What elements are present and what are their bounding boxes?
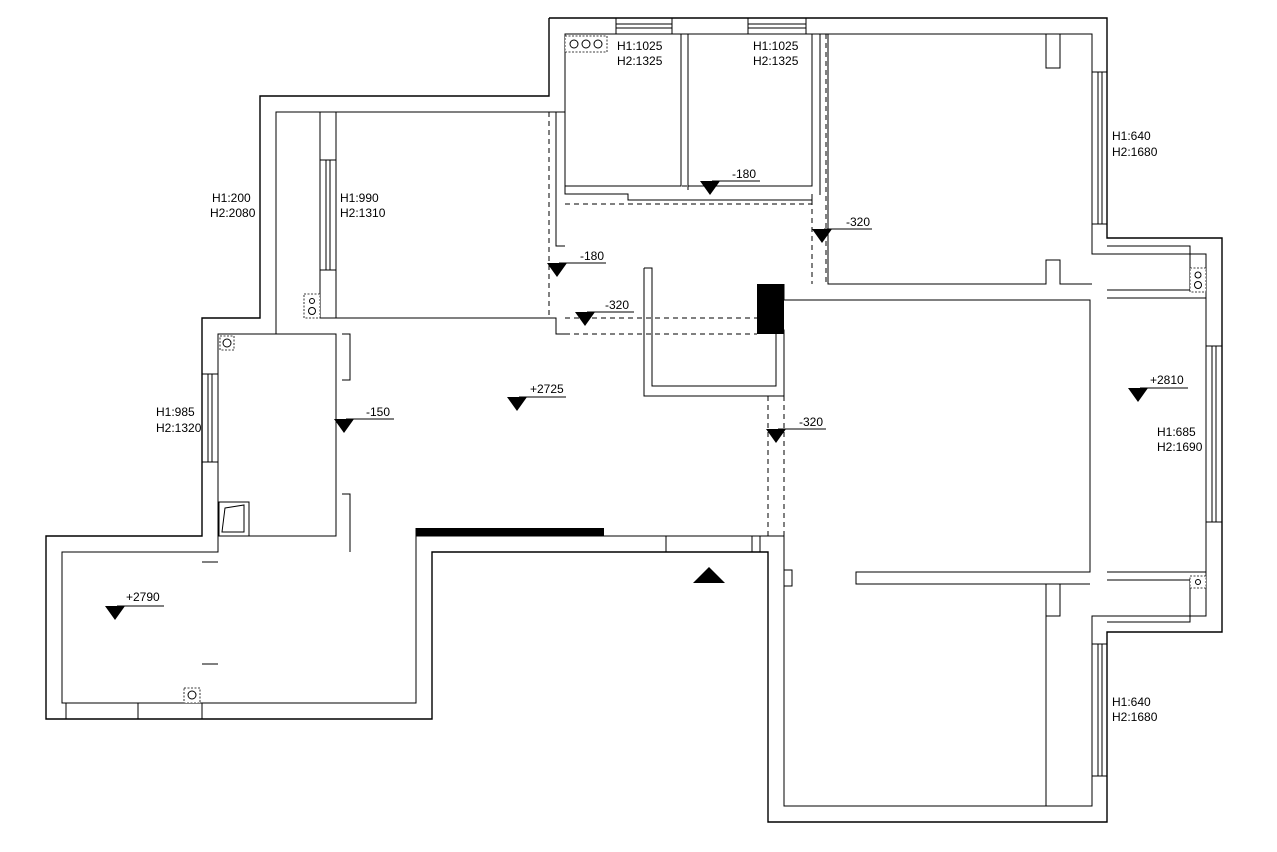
level-triangle-icon	[700, 181, 720, 195]
fixtures	[183, 35, 1207, 704]
drain-fixture	[1189, 575, 1207, 589]
level-triangle-icon	[812, 229, 832, 243]
window-label-h1: H1:640	[1112, 695, 1151, 709]
dashed-lines	[335, 34, 827, 536]
level-triangle-icon	[575, 312, 595, 326]
level-triangle-icon	[766, 429, 786, 443]
window-label-h2: H2:1310	[340, 206, 386, 220]
window-label-h1: H1:1025	[753, 39, 799, 53]
level-value: -180	[732, 167, 756, 181]
level-value: -150	[366, 405, 390, 419]
level-triangle-icon	[1128, 388, 1148, 402]
window-label-h1: H1:1025	[617, 39, 663, 53]
window-label-h2: H2:2080	[210, 206, 256, 220]
level-value: -320	[846, 215, 870, 229]
level-marker: -320	[766, 415, 826, 443]
interior-walls	[65, 33, 1206, 806]
structural-column	[757, 284, 784, 334]
level-value: -180	[580, 249, 604, 263]
window-label-h2: H2:1690	[1157, 440, 1203, 454]
level-marker: +2725	[507, 382, 566, 411]
level-value: -320	[799, 415, 823, 429]
level-marker: -150	[334, 405, 394, 433]
level-marker: +2790	[105, 590, 164, 620]
level-markers: -180 -320 -180 -320 +2725 -150	[105, 167, 1188, 620]
boiler-fixture	[218, 501, 250, 537]
level-value: +2790	[126, 590, 160, 604]
level-marker: -320	[812, 215, 872, 243]
window-label-h2: H2:1680	[1112, 145, 1158, 159]
window-height-labels: H1:1025 H2:1325 H1:1025 H2:1325 H1:640 H…	[156, 39, 1203, 724]
level-marker: +2810	[1128, 373, 1188, 402]
window-label-h1: H1:200	[212, 191, 251, 205]
level-triangle-icon	[334, 419, 354, 433]
level-marker: -180	[700, 167, 760, 195]
drain-fixture	[1189, 267, 1207, 293]
level-triangle-icon	[105, 606, 125, 620]
level-value: +2725	[530, 382, 564, 396]
windows	[201, 17, 1223, 777]
level-triangle-icon	[547, 263, 567, 277]
drain-fixture	[183, 687, 201, 704]
window-label-h1: H1:990	[340, 191, 379, 205]
level-value: -320	[605, 298, 629, 312]
window-label-h2: H2:1320	[156, 421, 202, 435]
level-marker: -320	[575, 298, 634, 326]
window-label-h1: H1:685	[1157, 425, 1196, 439]
counter-strip	[416, 528, 604, 536]
level-triangle-icon	[507, 397, 527, 411]
window-label-h2: H2:1680	[1112, 710, 1158, 724]
level-value: +2810	[1150, 373, 1184, 387]
drain-fixture	[303, 293, 321, 319]
window-label-h1: H1:640	[1112, 129, 1151, 143]
entrance-arrow-icon	[693, 567, 725, 583]
window-label-h1: H1:985	[156, 405, 195, 419]
window-label-h2: H2:1325	[753, 54, 799, 68]
window-label-h2: H2:1325	[617, 54, 663, 68]
drain-fixture	[219, 335, 235, 351]
level-marker: -180	[547, 249, 606, 277]
stove-fixture	[564, 35, 608, 53]
